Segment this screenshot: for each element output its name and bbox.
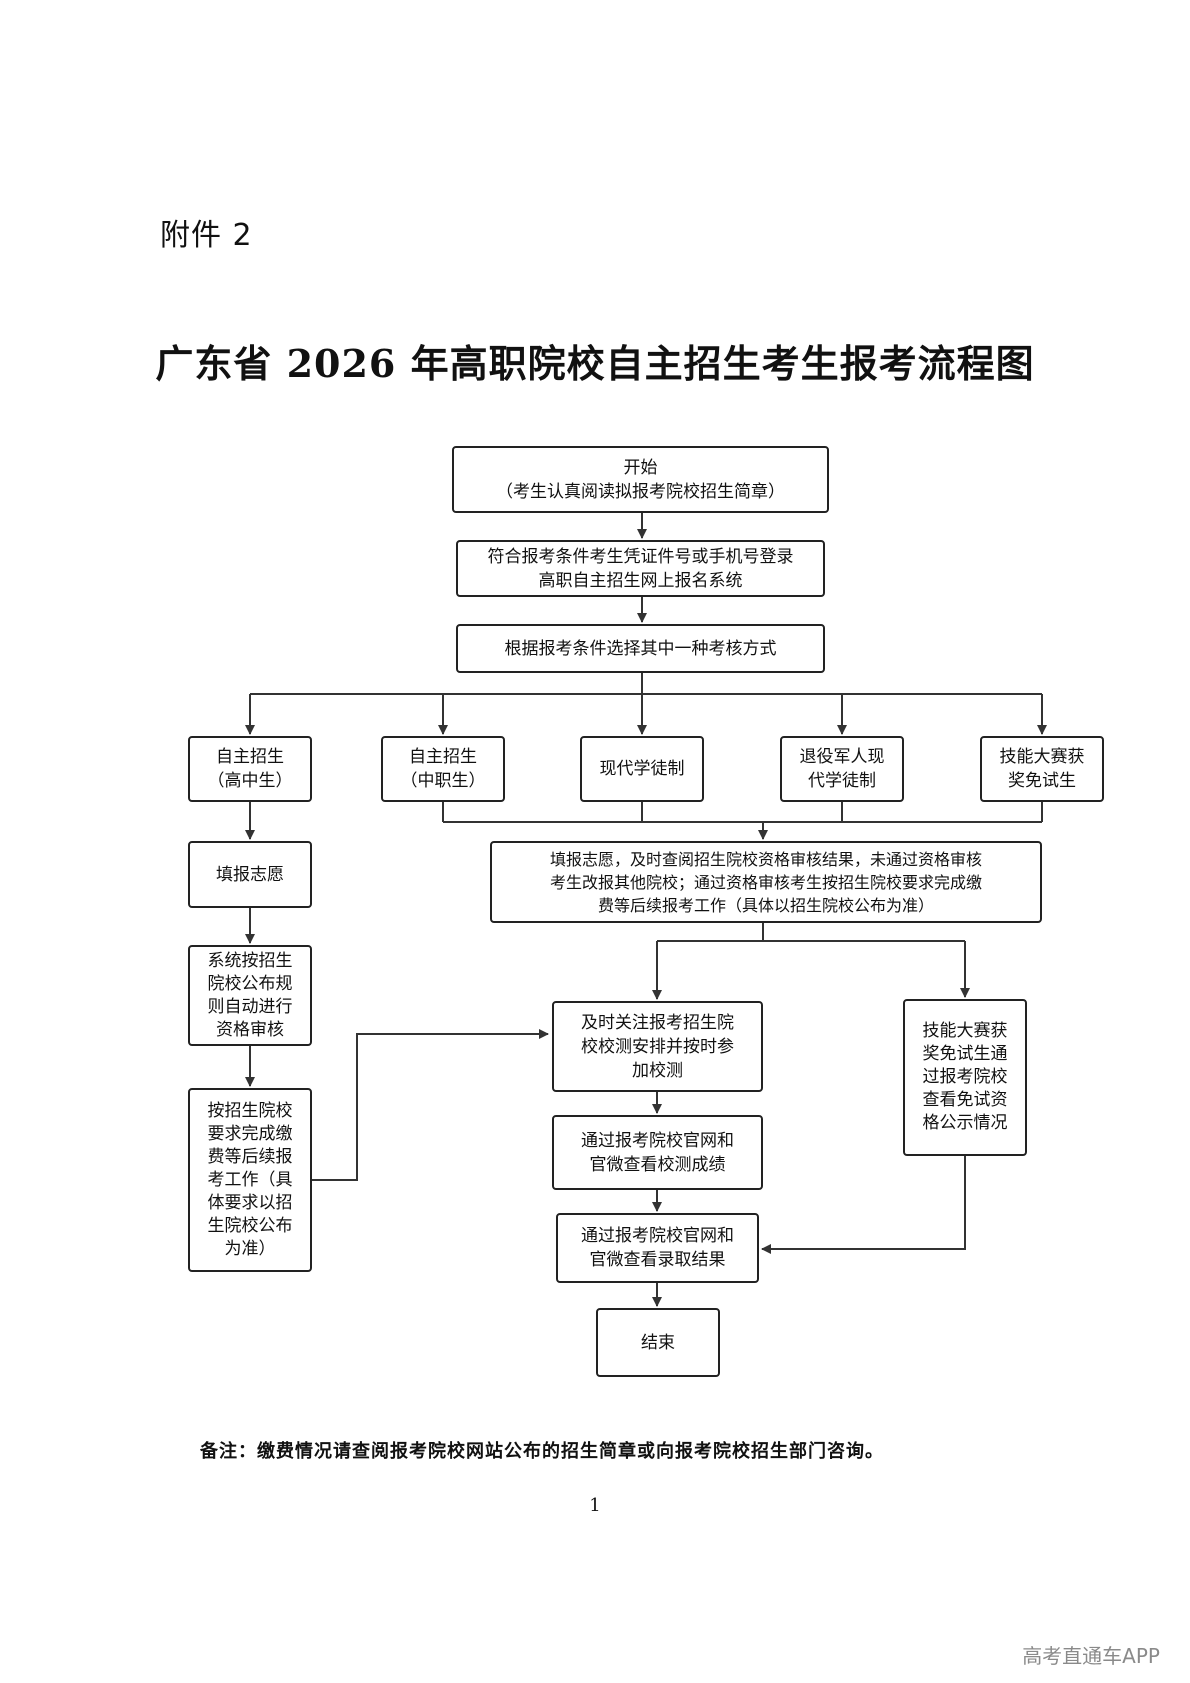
node-start: 开始 （考生认真阅读拟报考院校招生简章） (452, 446, 829, 513)
node-fill-review: 填报志愿，及时查阅招生院校资格审核结果，未通过资格审核 考生改报其他院校；通过资… (490, 841, 1042, 923)
node-check-score: 通过报考院校官网和 官微查看校测成绩 (552, 1115, 763, 1190)
node-apprentice-label: 现代学徒制 (599, 759, 685, 779)
node-high-school-label: 自主招生 （高中生） (207, 747, 293, 791)
node-apprentice: 现代学徒制 (580, 736, 704, 802)
node-end-label: 结束 (641, 1332, 675, 1353)
node-check-score-label: 通过报考院校官网和 官微查看校测成绩 (581, 1130, 734, 1175)
node-vocational-label: 自主招生 （中职生） (400, 747, 486, 791)
footnote: 备注：缴费情况请查阅报考院校网站公布的招生简章或向报考院校招生部门咨询。 (200, 1441, 884, 1462)
node-start-label: 开始 （考生认真阅读拟报考院校招生简章） (496, 457, 785, 502)
node-veteran: 退役军人现 代学徒制 (780, 736, 904, 802)
node-auto-review: 系统按招生 院校公布规 则自动进行 资格审核 (188, 945, 312, 1046)
node-skills: 技能大赛获 奖免试生 (980, 736, 1104, 802)
node-skills-label: 技能大赛获 奖免试生 (999, 747, 1085, 791)
node-high-school: 自主招生 （高中生） (188, 736, 312, 802)
node-login-label: 符合报考条件考生凭证件号或手机号登录 高职自主招生网上报名系统 (487, 546, 794, 591)
node-veteran-label: 退役军人现 代学徒制 (799, 747, 885, 791)
node-choose: 根据报考条件选择其中一种考核方式 (456, 624, 825, 673)
page-number: 1 (589, 1495, 601, 1516)
arrow-skillscheck-checkadmit (761, 1156, 966, 1254)
node-auto-review-label: 系统按招生 院校公布规 则自动进行 资格审核 (207, 950, 293, 1040)
node-check-admit-label: 通过报考院校官网和 官微查看录取结果 (581, 1226, 734, 1270)
node-vocational: 自主招生 （中职生） (381, 736, 505, 802)
arrow-payleft-attendtest (310, 1029, 549, 1181)
node-skills-check-label: 技能大赛获 奖免试生通 过报考院校 查看免试资 格公示情况 (922, 1021, 1008, 1133)
node-attend-test-label: 及时关注报考招生院 校校测安排并按时参 加校测 (581, 1012, 734, 1081)
node-end: 结束 (596, 1308, 720, 1377)
node-attend-test: 及时关注报考招生院 校校测安排并按时参 加校测 (552, 1001, 763, 1092)
node-pay-left-label: 按招生院校 要求完成缴 费等后续报 考工作（具 体要求以招 生院校公布 为准） (207, 1100, 293, 1259)
attachment-label: 附件 2 (160, 218, 253, 253)
node-choose-label: 根据报考条件选择其中一种考核方式 (504, 638, 777, 659)
page-title: 广东省 2026 年高职院校自主招生考生报考流程图 (155, 341, 1035, 386)
node-fill-review-label: 填报志愿，及时查阅招生院校资格审核结果，未通过资格审核 考生改报其他院校；通过资… (549, 849, 982, 915)
node-skills-check: 技能大赛获 奖免试生通 过报考院校 查看免试资 格公示情况 (903, 999, 1027, 1156)
node-login: 符合报考条件考生凭证件号或手机号登录 高职自主招生网上报名系统 (456, 540, 825, 597)
node-check-admit: 通过报考院校官网和 官微查看录取结果 (556, 1213, 759, 1283)
watermark: 高考直通车APP (1022, 1644, 1160, 1668)
node-fill-wish: 填报志愿 (188, 841, 312, 908)
node-fill-wish-label: 填报志愿 (216, 864, 284, 885)
node-pay-left: 按招生院校 要求完成缴 费等后续报 考工作（具 体要求以招 生院校公布 为准） (188, 1088, 312, 1272)
